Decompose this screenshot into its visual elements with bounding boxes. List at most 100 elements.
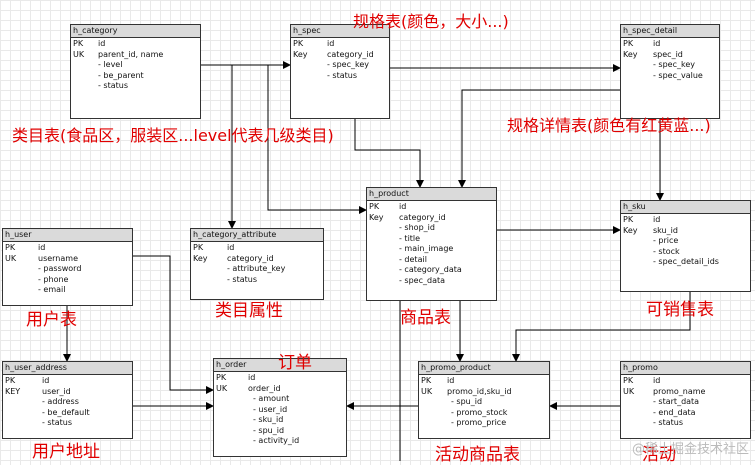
table-title: h_spec <box>291 25 389 38</box>
annotation-order: 订单 <box>278 353 312 373</box>
edge-sku-promoproduct <box>512 292 691 362</box>
key-field: user_id <box>42 386 71 396</box>
key-field: promo_id,sku_id <box>447 386 512 396</box>
key-field: id <box>447 376 455 385</box>
field: - promo_price <box>451 418 507 427</box>
field: - status <box>327 70 358 80</box>
key-field: id <box>42 376 50 385</box>
key-type: PK <box>216 373 227 382</box>
field: - be_parent <box>98 70 144 80</box>
key-field: sku_id <box>653 225 678 235</box>
field: - phone <box>38 274 69 284</box>
edge-spec-product <box>354 118 424 188</box>
table-title: h_order <box>214 359 346 372</box>
key-type: PK <box>369 202 380 211</box>
annotation-spec: 规格表(颜色，大小...) <box>353 12 509 31</box>
edge-user-order <box>133 255 214 394</box>
field: - attribute_key <box>227 264 286 273</box>
field: - sku_id <box>253 415 284 424</box>
field: - start_data <box>653 397 700 406</box>
key-type: UK <box>73 49 85 59</box>
field: - promo_stock <box>451 407 508 417</box>
key-type: PK <box>623 376 634 385</box>
key-type: PK <box>623 39 634 48</box>
field: - shop_id <box>399 223 435 232</box>
key-type: UK <box>5 253 17 263</box>
field: - status <box>98 81 129 90</box>
key-type: Key <box>623 49 638 59</box>
field: - spu_id <box>451 397 483 406</box>
key-type: Key <box>293 49 308 59</box>
field: - spu_id <box>253 425 285 435</box>
table-title: h_sku <box>621 201 750 214</box>
field: - spec_data <box>399 275 446 285</box>
key-field: category_id <box>227 253 274 263</box>
field: - status <box>653 418 684 427</box>
key-type: PK <box>293 39 304 48</box>
table-title: h_category <box>71 25 200 38</box>
key-type: UK <box>216 383 228 393</box>
field: - spec_key <box>327 60 369 69</box>
table-title: h_promo <box>621 362 750 375</box>
field: - status <box>227 274 258 284</box>
watermark: @稀土掘金技术社区 <box>631 442 749 457</box>
annotation-promo-product: 活动商品表 <box>435 445 520 465</box>
field: - end_data <box>653 407 696 417</box>
key-field: spec_id <box>653 49 683 59</box>
table-title: h_user <box>3 229 132 242</box>
annotation-user: 用户表 <box>26 310 77 330</box>
field: - spec_detail_ids <box>653 257 719 266</box>
key-field: id <box>327 39 335 48</box>
key-type: Key <box>369 212 384 222</box>
key-type: PK <box>5 376 16 385</box>
key-field: username <box>38 253 78 263</box>
table-h-promo-product: h_promo_product PK id UK promo_id,sku_id -… <box>418 361 550 439</box>
field: - email <box>38 285 66 294</box>
key-type: PK <box>623 215 634 224</box>
field: - password <box>38 264 82 273</box>
field: - title <box>399 233 421 243</box>
key-type: PK <box>5 243 16 252</box>
field: - amount <box>253 394 290 403</box>
key-field: category_id <box>399 212 446 222</box>
annotation-category: 类目表(食品区，服装区...level代表几级类目) <box>12 126 334 145</box>
key-type: Key <box>193 253 208 263</box>
key-type: PK <box>73 39 84 48</box>
table-title: h_promo_product <box>419 362 549 375</box>
field: - be_default <box>42 407 90 417</box>
table-title: h_user_address <box>3 362 132 375</box>
key-type: UK <box>623 386 635 396</box>
edge-specdetail-product <box>458 89 620 188</box>
field: - price <box>653 236 679 245</box>
key-section: PK id UK promo_id,sku_id - spu_id - promo_… <box>419 375 549 430</box>
field: - level <box>98 60 123 69</box>
key-field: parent_id, name <box>98 49 164 59</box>
annotation-product: 商品表 <box>400 308 451 328</box>
annotation-promo: 活动 <box>642 445 676 465</box>
key-type: UK <box>421 386 433 396</box>
key-type: Key <box>623 225 638 235</box>
table-title: h_product <box>367 188 496 201</box>
field: - spec_value <box>653 70 703 80</box>
field: - main_image <box>399 244 454 253</box>
key-type: PK <box>421 376 432 385</box>
edge-category-product <box>267 65 367 214</box>
